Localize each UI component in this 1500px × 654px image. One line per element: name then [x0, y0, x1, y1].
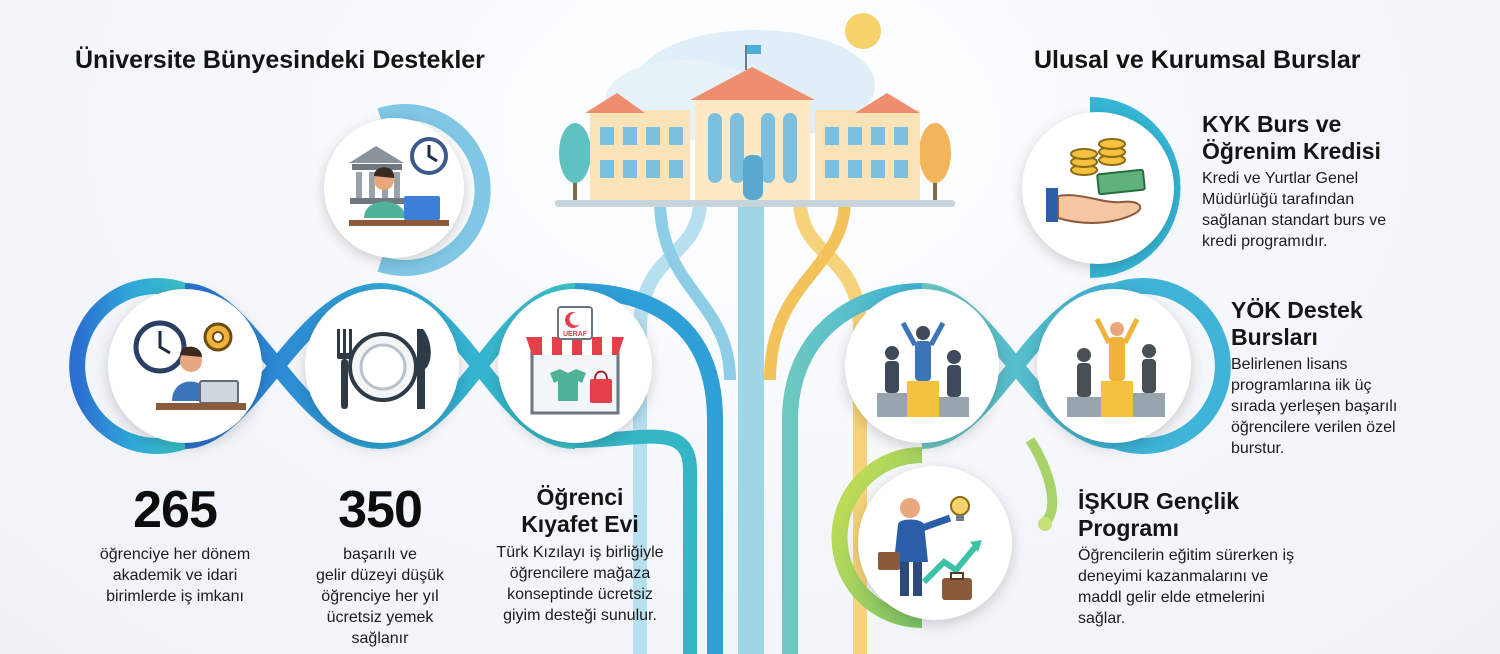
right-heading: Ulusal ve Kurumsal Burslar	[1034, 46, 1361, 74]
red-crescent-icon	[565, 312, 583, 328]
knife-icon	[417, 329, 431, 409]
yok-circle	[1037, 289, 1191, 443]
growth-arrow-icon	[921, 540, 982, 585]
campus-work-circle	[324, 118, 464, 258]
shopping-bag-icon	[590, 370, 612, 403]
clock-icon	[133, 320, 187, 374]
sun-icon	[845, 13, 881, 49]
shirt-icon	[550, 369, 586, 401]
store-sign: UERAF	[563, 331, 588, 338]
laptop-icon	[156, 380, 246, 410]
kyk-title: KYK Burs ve Öğrenim Kredisi	[1202, 111, 1381, 164]
stat-265-number: 265	[133, 481, 218, 539]
clothing-store-circle: UERAF	[498, 289, 652, 443]
briefcase-icon	[878, 552, 972, 600]
clothing-description: Türk Kızılayı iş birliğiyle öğrencilere …	[496, 544, 664, 624]
hand-icon	[1046, 188, 1142, 224]
left-heading: Üniversite Bünyesindeki Destekler	[75, 46, 485, 74]
clothing-title: Öğrenci Kıyafet Evi	[521, 484, 639, 537]
coins-icon	[1070, 138, 1146, 196]
kyk-circle	[1022, 112, 1174, 264]
lightbulb-icon	[950, 496, 970, 521]
podium-icon	[877, 381, 969, 417]
laptop-icon	[349, 196, 449, 226]
iskur-circle	[858, 466, 1012, 620]
iskur-description: Öğrencilerin eğitim sürerken iş deneyimi…	[1078, 547, 1295, 627]
plate-icon	[348, 332, 418, 402]
trophy-person-icon	[1077, 317, 1156, 397]
fork-icon	[337, 329, 352, 409]
yok-title: YÖK Destek Bursları	[1231, 297, 1363, 350]
flag-icon	[747, 45, 761, 54]
businessman-icon	[894, 498, 952, 596]
stat-350-number: 350	[338, 481, 423, 539]
yok-description: Belirlenen lisans programlarına iik üç s…	[1231, 356, 1398, 457]
university-building	[555, 13, 955, 207]
part-time-job-circle	[108, 289, 262, 443]
free-meal-circle	[305, 289, 459, 443]
trophy-person-icon	[885, 321, 961, 397]
stat-350-description: başarılı ve gelir düzeyi düşük öğrenciye…	[315, 546, 445, 647]
kyk-description: Kredi ve Yurtlar Genel Müdürlüğü tarafın…	[1202, 170, 1387, 250]
iskur-title: İŞKUR Gençlik Programı	[1078, 488, 1240, 541]
podium-icon	[1067, 381, 1165, 417]
clock-icon	[410, 137, 448, 175]
achievement-podium-circle	[845, 289, 999, 443]
gear-icon	[203, 322, 233, 352]
stat-265-description: öğrenciye her dönem akademik ve idari bi…	[99, 546, 251, 605]
